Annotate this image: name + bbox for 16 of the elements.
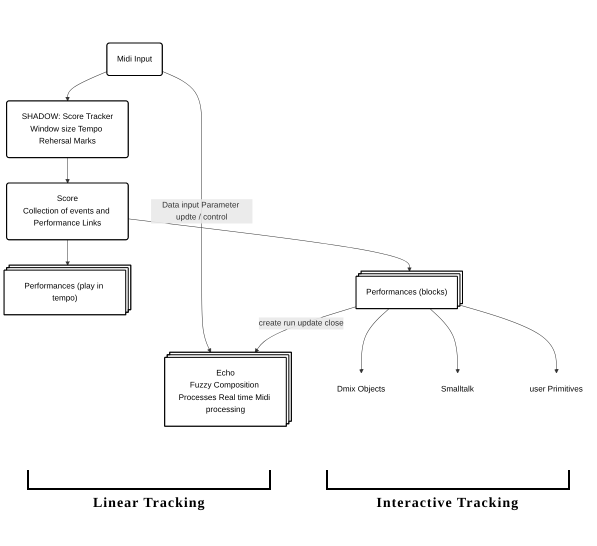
arrow xyxy=(65,240,70,266)
edge-label: create run update close xyxy=(258,319,344,328)
arrow xyxy=(65,158,70,184)
arrow xyxy=(128,218,412,272)
section-label: Interactive Tracking xyxy=(376,496,520,512)
arrow xyxy=(162,72,212,354)
section-label: Linear Tracking xyxy=(92,496,206,512)
edge-label: Data input Parameter updte / control xyxy=(162,201,240,222)
arrow xyxy=(65,72,108,102)
arrow xyxy=(460,305,559,374)
arrow xyxy=(254,306,357,354)
arrow xyxy=(430,309,460,374)
node-text: Smalltalk xyxy=(440,385,474,394)
node-text: Dmix Objects xyxy=(336,385,386,394)
arrow xyxy=(359,309,390,374)
node-text: user Primitives xyxy=(530,385,583,394)
